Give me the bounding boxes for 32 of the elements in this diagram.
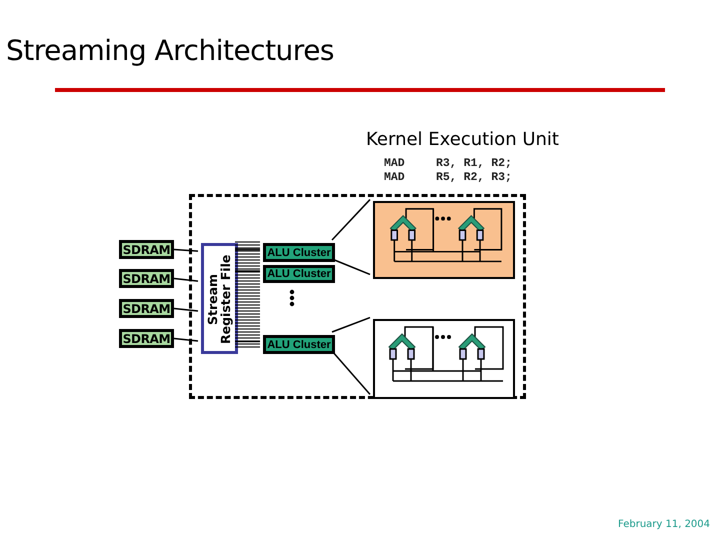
memory-box <box>119 299 174 318</box>
cluster-box <box>263 265 335 283</box>
title: Streaming Architectures <box>6 34 334 67</box>
register-file-label: Stream Register File <box>206 252 234 346</box>
connector-line <box>235 248 260 250</box>
connector-line <box>174 338 198 342</box>
opcode-text: MAD <box>384 171 405 184</box>
cluster-label: ALU Cluster <box>267 338 331 350</box>
connector-line <box>174 308 198 312</box>
connector-line <box>235 340 260 342</box>
cluster-box <box>263 335 335 354</box>
unit-heading: Kernel Execution Unit <box>366 129 559 150</box>
memory-label: SDRAM <box>122 272 170 286</box>
memory-label: SDRAM <box>122 302 170 316</box>
operand-text: R3, R1, R2; <box>436 157 512 170</box>
connector-line <box>174 278 198 282</box>
memory-box <box>119 269 174 288</box>
memory-label: SDRAM <box>122 332 170 346</box>
opcode-text: MAD <box>384 157 405 170</box>
cluster-label: ALU Cluster <box>267 246 331 258</box>
operand-text: R5, R2, R3; <box>436 171 512 184</box>
connector-line <box>332 316 370 333</box>
connector-line <box>235 270 260 272</box>
cluster-label: ALU Cluster <box>267 268 331 280</box>
register-file-box <box>201 243 238 354</box>
memory-box <box>119 329 174 348</box>
connector-line <box>174 248 198 252</box>
memory-label: SDRAM <box>122 242 170 256</box>
connector-line <box>331 350 371 395</box>
date-text: February 11, 2004 <box>618 519 710 530</box>
memory-box <box>119 240 174 259</box>
cluster-box <box>263 243 335 262</box>
